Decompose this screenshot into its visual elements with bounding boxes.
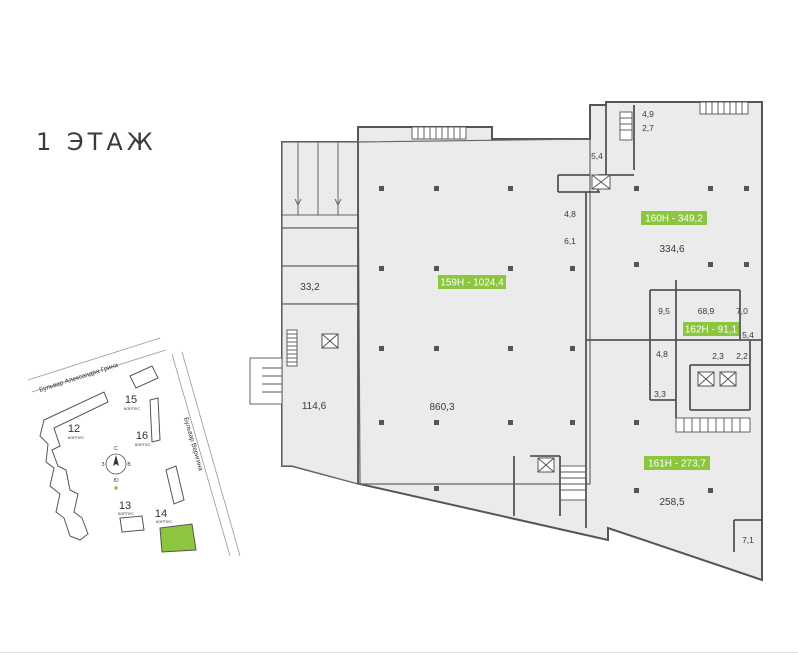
area-label: 5,4 [591,151,603,161]
area-label: 68,9 [698,306,715,316]
area-label: 4,9 [642,109,654,119]
building-16-number: 16 [136,430,148,442]
unit-tag-160[interactable]: 160Н - 349,2 [641,211,707,225]
area-label: 7,1 [742,535,754,545]
building-14-number: 14 [155,508,167,520]
building-12-word: КОРПУС [68,435,84,440]
unit-tag-161[interactable]: 161Н - 273,7 [644,456,710,470]
compass-west: З [101,462,104,468]
area-label: 2,3 [712,351,724,361]
building-footprints [39,365,185,541]
area-label: 33,2 [300,282,320,293]
area-label: 4,8 [656,349,668,359]
building-12-number: 12 [68,423,80,435]
area-label: 860,3 [429,402,454,413]
area-label: 2,7 [642,123,654,133]
compass-south: Ю [113,478,118,484]
street-label-grina: Бульвар Александра Грина [38,362,119,394]
building-13-word: КОРПУС [118,511,134,516]
area-label: 114,6 [302,401,327,412]
area-label: 4,8 [564,209,576,219]
building-14-word: КОРПУС [156,519,172,524]
floor-title: 1 ЭТАЖ [36,128,157,156]
area-label: 6,1 [564,236,576,246]
building-16-word: КОРПУС [135,442,151,447]
area-label: 258,5 [659,497,684,508]
street-lines [27,337,241,557]
unit-tag-159[interactable]: 159Н - 1024,4 [438,275,506,289]
elevators [321,174,737,473]
unit-tag-162-label: 162Н - 91,1 [685,325,738,336]
unit-159-rooms[interactable] [281,138,591,485]
building-labels: 15 КОРПУС 12 КОРПУС 16 КОРПУС 13 КОРПУС … [68,394,172,524]
area-labels: 33,2 114,6 860,3 4,8 6,1 5,4 4,9 2,7 334… [300,109,754,545]
street-label-verigina: Бульвар Веригина [182,417,204,472]
compass-east: В [127,462,131,468]
building-15-number: 15 [125,394,137,406]
inner-walls [357,105,762,552]
compass-north: С [114,446,118,452]
building-14-selected[interactable] [159,523,197,553]
unit-tag-160-label: 160Н - 349,2 [645,214,703,225]
ramp-arrows [282,142,358,216]
area-label: 334,6 [659,244,684,255]
unit-tag-162[interactable]: 162Н - 91,1 [683,322,739,336]
area-label: 2,2 [736,351,748,361]
area-label: 9,5 [658,306,670,316]
area-label: 3,3 [654,389,666,399]
area-label: 7,0 [736,306,748,316]
compass-icon: С Ю З В [101,446,131,490]
site-map: Бульвар Александра Грина Бульвар Веригин… [27,337,241,557]
unit-tag-161-label: 161Н - 273,7 [648,459,706,470]
area-label: 5,4 [742,330,754,340]
divider [0,652,798,653]
building-15-word: КОРПУС [124,406,140,411]
building-13-number: 13 [119,500,131,512]
columns [379,186,749,493]
unit-tag-159-label: 159Н - 1024,4 [440,278,504,289]
